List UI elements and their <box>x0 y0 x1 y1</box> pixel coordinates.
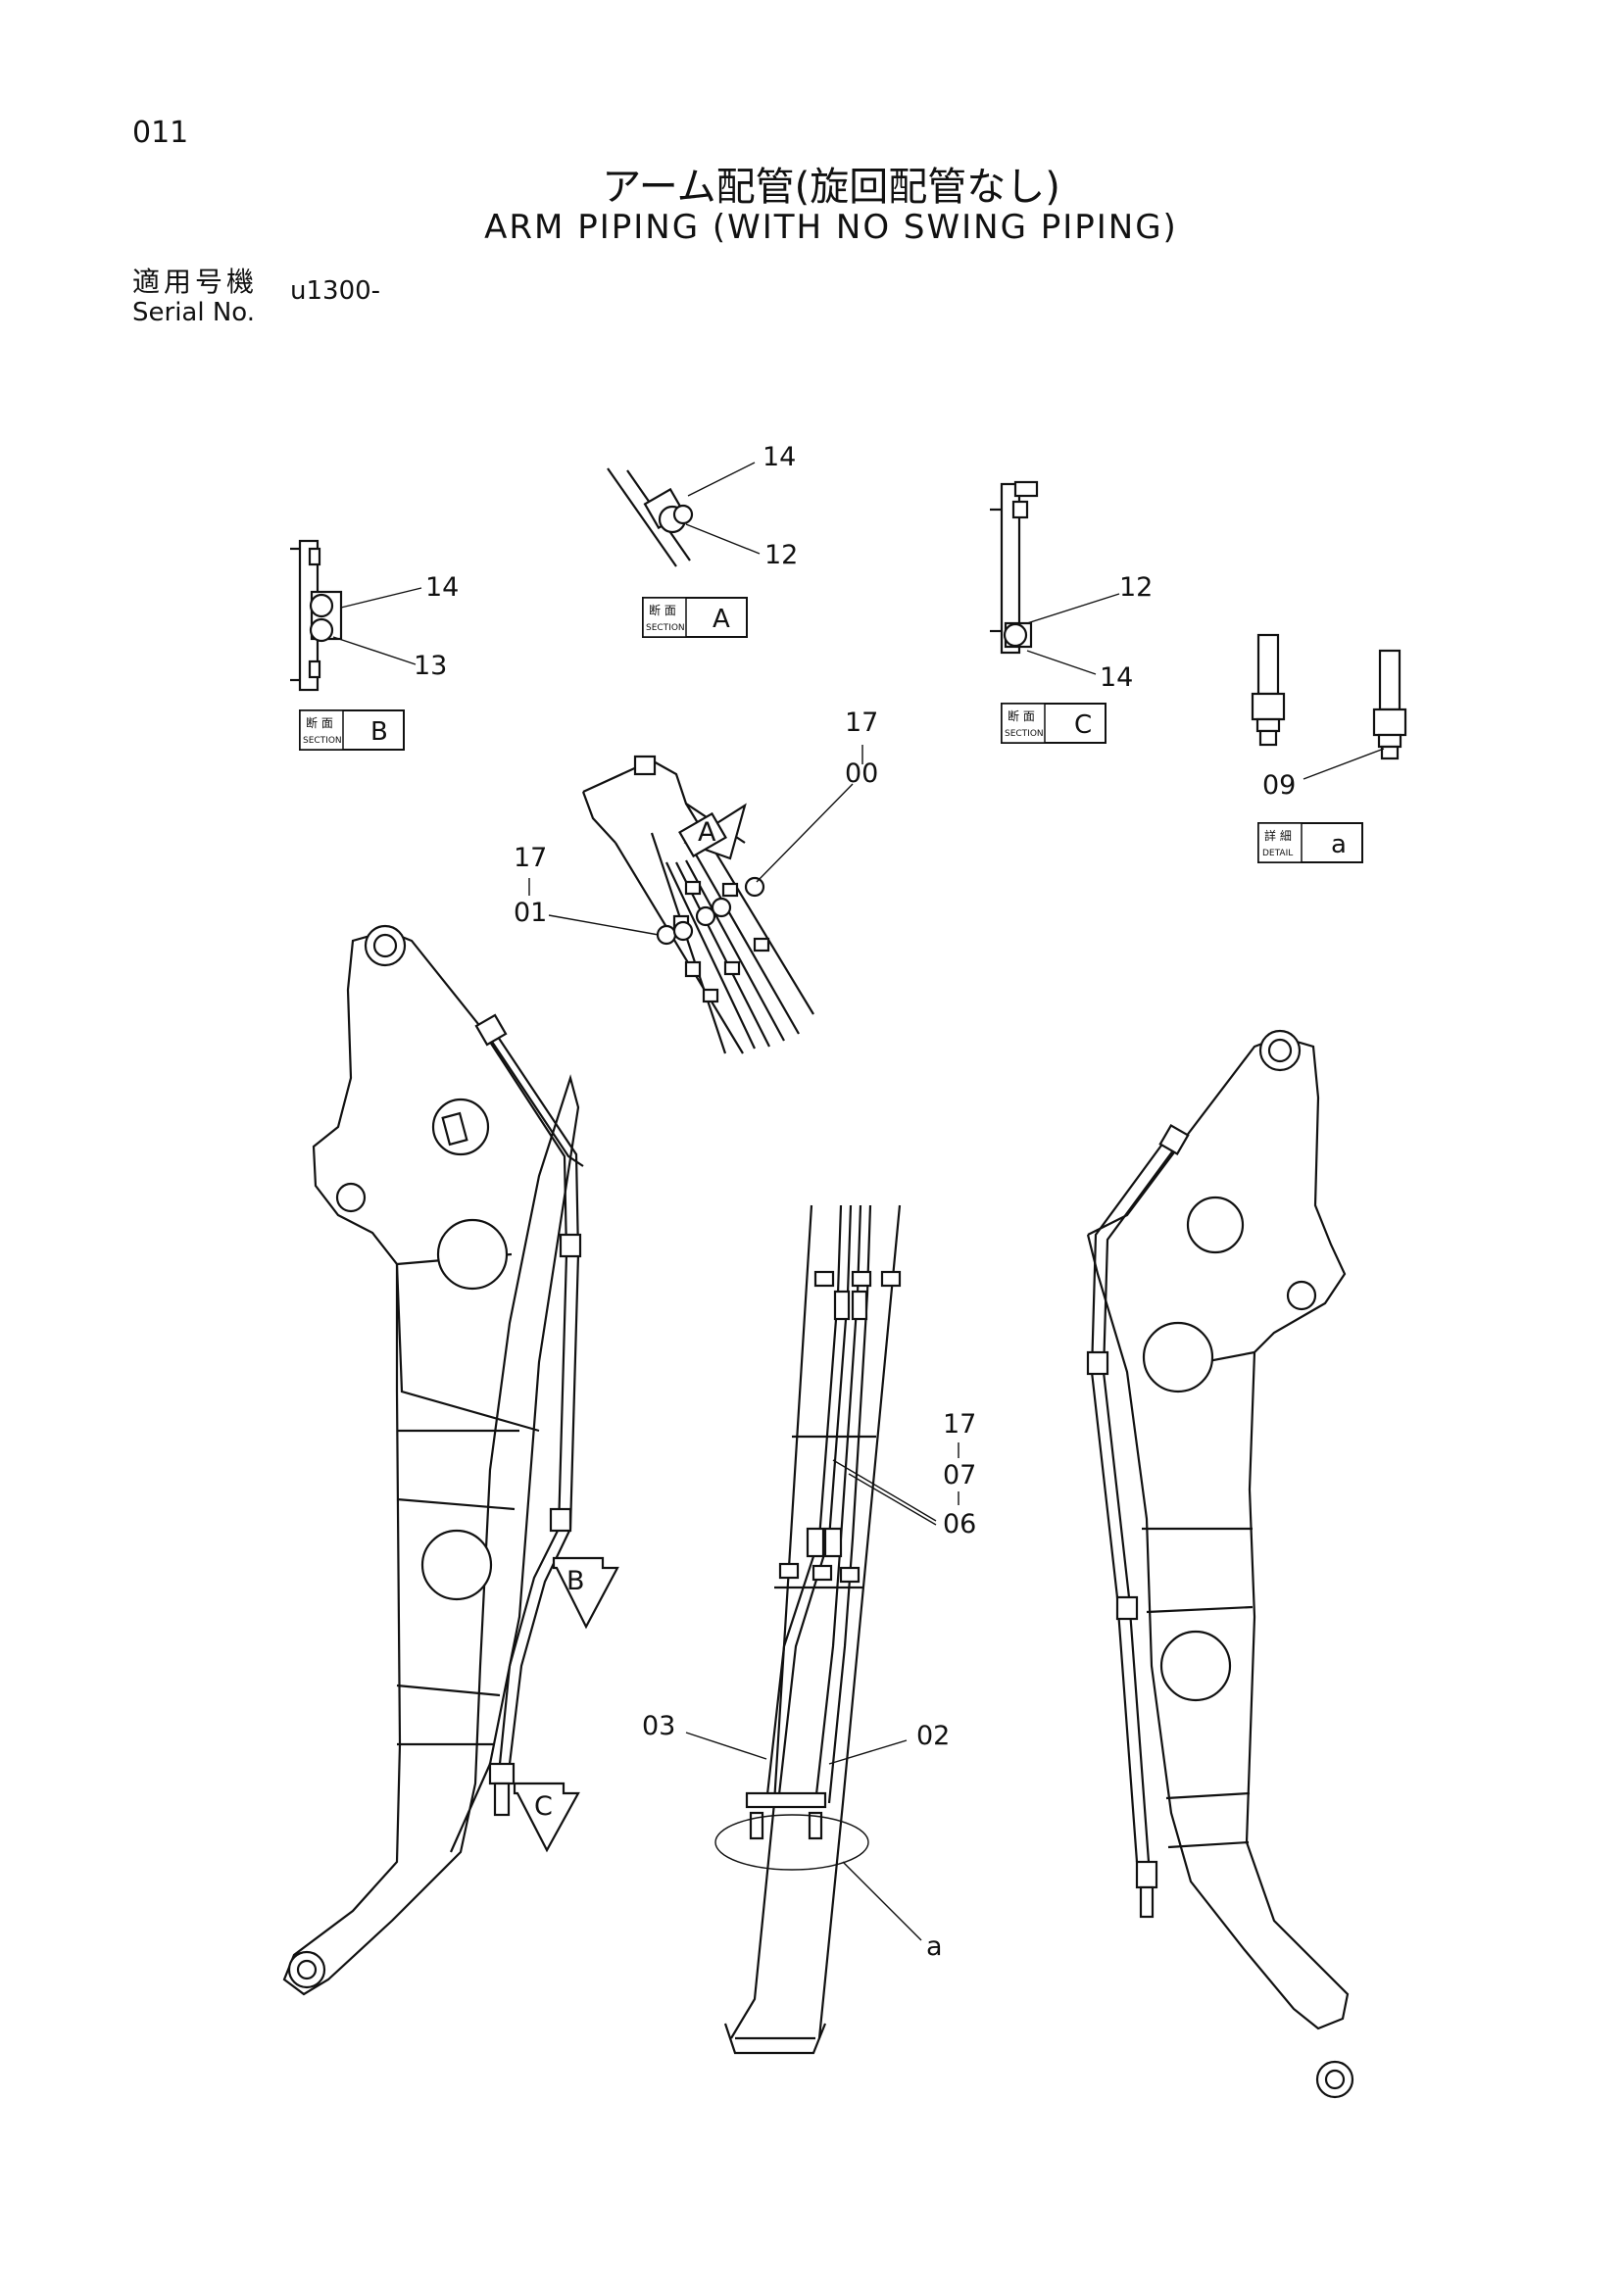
callout-a-12: 12 <box>764 540 798 570</box>
section-a-jp: 断 面 <box>649 603 676 617</box>
section-c-view: 12 14 断 面 SECTION C <box>990 480 1153 744</box>
section-c-en: SECTION <box>1005 729 1044 739</box>
callout-low-03: 03 <box>642 1711 675 1741</box>
callout-b-14: 14 <box>425 572 459 603</box>
section-b-letter: B <box>370 717 388 747</box>
arrow-c-letter: C <box>534 1791 553 1822</box>
section-a-view: 14 12 断 面 SECTION A <box>607 442 798 638</box>
title-japanese: アーム配管(旋回配管なし) <box>602 165 1060 210</box>
arrow-a-letter: A <box>698 817 716 848</box>
section-a-label: 断 面 SECTION A <box>642 597 748 638</box>
callout-b-13: 13 <box>414 651 447 681</box>
callout-low-06: 06 <box>943 1509 976 1539</box>
callout-mid2-17: 17 <box>514 843 547 873</box>
section-a-en: SECTION <box>646 623 685 633</box>
left-arm-view: B C <box>282 924 619 1996</box>
title-english: ARM PIPING (WITH NO SWING PIPING) <box>484 208 1178 247</box>
callout-low-a: a <box>926 1931 943 1962</box>
center-arm-view: 17 07 06 03 02 a <box>642 1204 976 2055</box>
callout-low-17: 17 <box>943 1409 976 1440</box>
callout-mid-00: 00 <box>845 758 878 789</box>
callout-mid-17: 17 <box>845 708 878 738</box>
callout-d-09: 09 <box>1262 770 1296 801</box>
section-c-letter: C <box>1074 710 1092 740</box>
callout-a-14: 14 <box>762 442 796 472</box>
section-c-label: 断 面 SECTION C <box>1001 703 1107 744</box>
callout-c-14: 14 <box>1100 662 1133 693</box>
section-b-en: SECTION <box>303 736 342 746</box>
section-b-label: 断 面 SECTION B <box>299 709 405 751</box>
detail-a-letter: a <box>1331 830 1347 859</box>
right-arm-view <box>1086 1029 1354 2099</box>
arm-end-detail: A 17 00 17 01 <box>514 708 878 1054</box>
serial-label-japanese: 適用号機 <box>132 266 259 298</box>
detail-a-label: 詳 細 DETAIL a <box>1257 822 1363 863</box>
section-b-jp: 断 面 <box>306 715 333 730</box>
detail-a-en: DETAIL <box>1262 849 1293 858</box>
callout-low-07: 07 <box>943 1460 976 1490</box>
callout-c-12: 12 <box>1119 572 1153 603</box>
detail-a-jp: 詳 細 <box>1264 828 1292 843</box>
section-c-jp: 断 面 <box>1008 708 1035 723</box>
serial-value: u1300- <box>290 276 381 306</box>
section-a-letter: A <box>713 605 730 634</box>
arrow-b-letter: B <box>566 1566 585 1596</box>
section-b-view: 14 13 断 面 SECTION B <box>290 539 459 751</box>
detail-a-view: 09 詳 細 DETAIL a <box>1251 633 1407 863</box>
callout-low-02: 02 <box>916 1721 950 1751</box>
callout-mid2-01: 01 <box>514 898 547 928</box>
page-number: 011 <box>132 116 189 150</box>
serial-label-english: Serial No. <box>132 298 255 327</box>
